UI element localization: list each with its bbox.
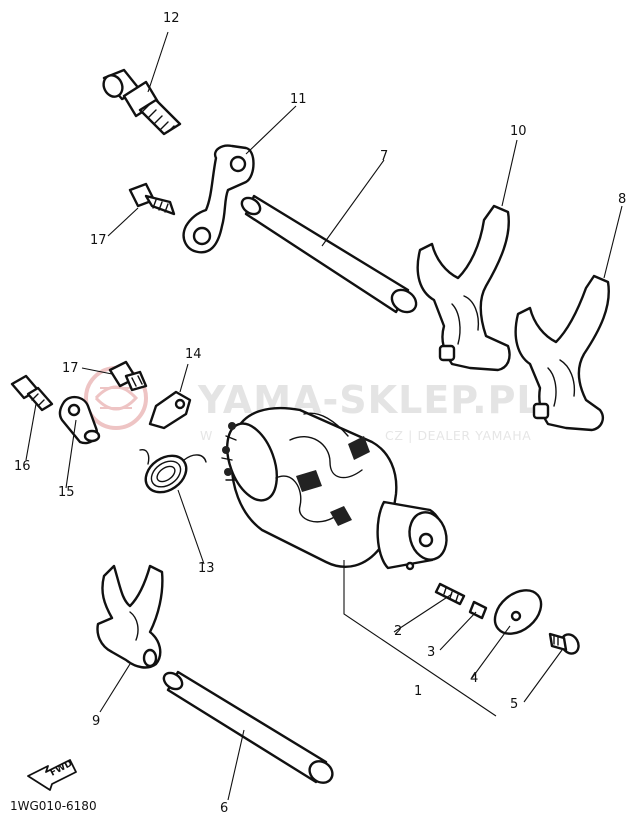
callout-2: 2 [394,624,402,639]
part-10-shift-fork-l [416,204,511,372]
part-16-bolt [10,374,54,412]
part-12-stud-bolt [102,68,182,136]
callout-5: 5 [510,697,518,712]
callout-16: 16 [14,459,31,474]
part-2-pin [434,582,466,606]
callout-12: 12 [163,11,180,26]
part-17-bolt-mid [108,360,148,392]
callout-9: 9 [92,714,100,729]
watermark-tagline-left: W [200,428,213,443]
part-11-stopper-plate [182,144,255,254]
callout-numbers: 12 11 7 10 8 17 17 14 16 15 13 2 3 1 4 5… [14,11,626,816]
part-15-stopper-lever [58,395,101,445]
watermark-tagline-right: CZ | DEALER YAMAHA [385,428,531,443]
diagram-code: 1WG010-6180 [10,799,97,813]
callout-10: 10 [510,124,527,139]
part-4-segment-plate [493,589,543,635]
callout-13: 13 [198,561,215,576]
part-6-guide-bar [162,670,334,784]
part-7-shift-fork-guide-bar [240,194,418,314]
callout-3: 3 [427,645,435,660]
callout-1: 1 [414,684,422,699]
callout-17-mid: 17 [62,361,79,376]
part-13-torsion-spring [139,449,207,494]
fwd-arrow-icon: FWD [27,759,77,791]
callout-17-top: 17 [90,233,107,248]
callout-15: 15 [58,485,75,500]
leader-lines [25,31,623,801]
callout-11: 11 [290,92,307,107]
part-5-screw [548,632,580,655]
callout-7: 7 [380,149,388,164]
part-9-shift-fork-c [96,564,164,669]
callout-6: 6 [220,801,228,816]
callout-8: 8 [618,192,626,207]
part-14-plate [148,390,192,430]
callout-14: 14 [185,347,202,362]
part-8-shift-fork-r [514,274,610,432]
callout-4: 4 [470,671,478,686]
part-1-shift-drum [221,406,448,571]
part-17-bolt-top [128,182,176,216]
